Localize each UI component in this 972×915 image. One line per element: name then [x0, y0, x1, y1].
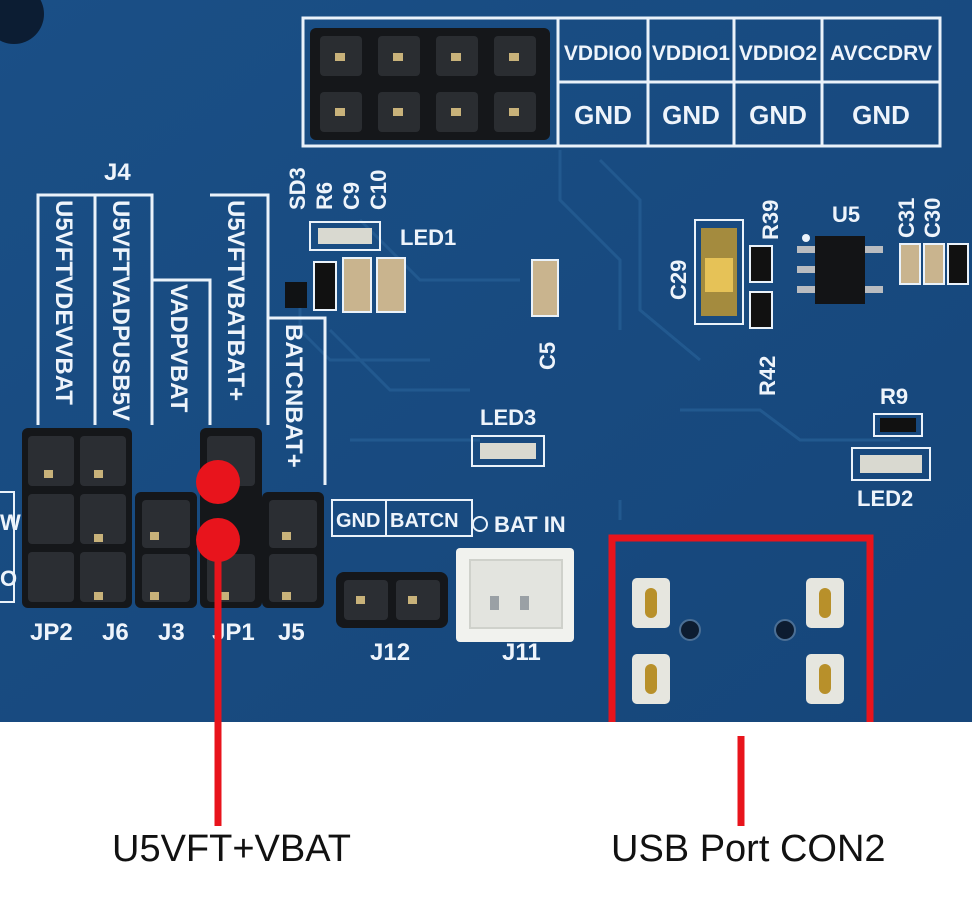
label-c30: C30 — [920, 198, 945, 238]
label-led3: LED3 — [480, 405, 536, 430]
label-j6: J6 — [102, 619, 129, 646]
label-gnd-4: GND — [852, 100, 910, 130]
label-col5-vertical: BATCNBAT+ — [280, 324, 307, 468]
r39-resistor — [749, 245, 773, 283]
callout-leader-lines — [214, 722, 745, 826]
label-j4: J4 — [104, 159, 131, 186]
label-r6: R6 — [312, 182, 337, 210]
label-c10: C10 — [366, 170, 391, 210]
label-r42: R42 — [755, 356, 780, 396]
label-r39: R39 — [758, 200, 783, 240]
label-c29: C29 — [666, 260, 691, 300]
label-led2: LED2 — [857, 486, 913, 511]
callout-right-caption: USB Port CON2 — [611, 828, 886, 870]
label-j12: J12 — [370, 639, 410, 666]
r42-resistor — [749, 291, 773, 329]
led1-component — [309, 221, 381, 251]
callout-right-box — [608, 534, 874, 722]
label-r9: R9 — [880, 384, 908, 409]
label-avccdrv: AVCCDRV — [830, 42, 932, 65]
label-c5: C5 — [535, 342, 560, 370]
label-u5: U5 — [832, 202, 860, 227]
jumper-block — [22, 428, 324, 608]
label-c31: C31 — [894, 198, 919, 238]
label-batcn-j12: BATCN — [390, 510, 459, 532]
mounting-hole — [0, 0, 44, 44]
edge-frame-left — [0, 491, 15, 603]
copper-traces — [298, 150, 900, 520]
label-gnd-2: GND — [662, 100, 720, 130]
label-sd3: SD3 — [285, 167, 310, 210]
label-col2-vertical: U5VFTVADPUSB5V — [107, 200, 134, 421]
label-bat-in: BAT IN — [494, 512, 566, 537]
label-c9: C9 — [339, 182, 364, 210]
c29-capacitor — [694, 219, 744, 325]
led3-component — [471, 435, 545, 467]
small-components-sd3 — [285, 257, 406, 313]
label-vddio0: VDDIO0 — [564, 42, 642, 65]
label-j11: J11 — [502, 639, 541, 666]
j12-label-frame — [331, 499, 473, 537]
label-gnd-1: GND — [574, 100, 632, 130]
power-header-table — [301, 16, 942, 148]
c30-c31-components — [899, 243, 969, 285]
label-gnd-j12: GND — [336, 510, 380, 532]
label-col4-vertical: U5VFTVBATBAT+ — [222, 200, 249, 401]
r9-resistor — [873, 413, 923, 437]
label-led1: LED1 — [400, 225, 456, 250]
label-edge-w: W — [0, 510, 21, 535]
bat-in-marker — [472, 516, 488, 532]
j11-connector — [456, 548, 574, 642]
power-header-pins — [310, 28, 550, 140]
label-edge-o: O — [0, 566, 17, 591]
pcb-photo: VDDIO0 VDDIO1 VDDIO2 AVCCDRV GND GND GND… — [0, 0, 972, 722]
c5-capacitor — [531, 259, 559, 317]
label-vddio2: VDDIO2 — [739, 42, 817, 65]
callout-left-caption: U5VFT+VBAT — [112, 828, 351, 870]
led2-component — [851, 447, 931, 481]
label-j3: J3 — [158, 619, 185, 646]
label-j5: J5 — [278, 619, 305, 646]
j12-header — [336, 572, 448, 628]
label-col3-vertical: VADPVBAT — [165, 284, 192, 413]
callout-left-marker — [196, 460, 240, 722]
label-jp2: JP2 — [30, 619, 73, 646]
u5-chip — [797, 234, 883, 304]
label-gnd-3: GND — [749, 100, 807, 130]
label-col1-vertical: U5VFTVDEVVBAT — [50, 200, 77, 405]
label-vddio1: VDDIO1 — [652, 42, 731, 65]
jumper-label-frames — [36, 193, 327, 485]
usb-port-con2-footprint — [632, 578, 844, 704]
